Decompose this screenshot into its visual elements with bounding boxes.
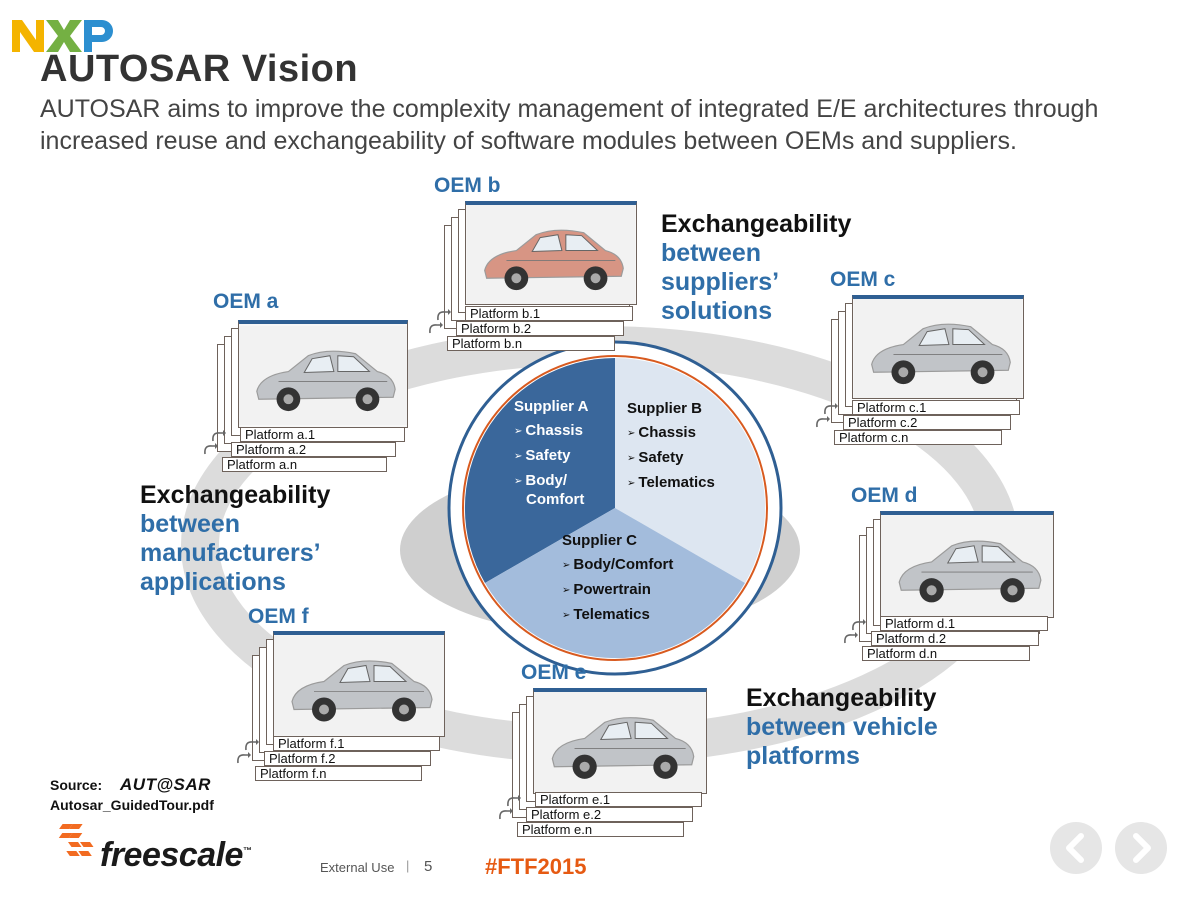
oem-label-d: OEM d xyxy=(851,484,918,507)
curl-arrow-icon xyxy=(852,619,866,631)
chevron-left-icon xyxy=(1066,833,1084,863)
supplier-a-item: Chassis xyxy=(514,419,588,444)
platform-label: Platform f.1 xyxy=(273,736,440,751)
oem-vehicle-image xyxy=(273,631,445,737)
autosar-logo: AUT@SAR xyxy=(120,775,211,794)
platform-label: Platform f.2 xyxy=(264,751,431,766)
supplier-b-item: Telematics xyxy=(627,471,714,496)
source-note: Source: AUT@SAR Autosar_GuidedTour.pdf xyxy=(50,775,214,815)
exchangeability-manufacturers: Exchangeability between manufacturers’ a… xyxy=(140,481,330,597)
platform-label: Platform a.2 xyxy=(231,442,396,457)
exchangeability-platforms: Exchangeability between vehicle platform… xyxy=(746,684,938,771)
chevron-right-icon xyxy=(1133,833,1151,863)
platform-label: Platform e.2 xyxy=(526,807,693,822)
platform-label: Platform e.n xyxy=(517,822,684,837)
supplier-c-text: Supplier C Body/Comfort Powertrain Telem… xyxy=(562,529,673,628)
platform-label: Platform c.2 xyxy=(843,415,1011,430)
supplier-b-item: Chassis xyxy=(627,421,715,446)
platform-label: Platform c.n xyxy=(834,430,1002,445)
curl-arrow-icon xyxy=(212,430,226,442)
page-title: AUTOSAR Vision xyxy=(40,48,359,90)
oem-vehicle-image xyxy=(880,511,1054,618)
footer-classification: External Use xyxy=(320,860,395,875)
footer-separator: | xyxy=(406,858,410,873)
platform-label: Platform a.1 xyxy=(240,427,405,442)
curl-arrow-icon xyxy=(816,416,830,428)
oem-label-f: OEM f xyxy=(248,605,309,628)
exchangeability-body: between xyxy=(140,510,241,538)
previous-slide-button[interactable] xyxy=(1050,822,1102,874)
supplier-a-name: Supplier A xyxy=(514,398,589,415)
supplier-b-text: Supplier B Chassis Safety Telematics xyxy=(627,397,715,496)
platform-label: Platform d.1 xyxy=(880,616,1048,631)
platform-label: Platform d.2 xyxy=(871,631,1039,646)
curl-arrow-icon xyxy=(824,403,838,415)
supplier-c-item: Powertrain xyxy=(562,578,673,603)
curl-arrow-icon xyxy=(429,322,443,334)
exchangeability-suppliers: Exchangeability between suppliers’ solut… xyxy=(661,210,851,326)
page-subtitle: AUTOSAR aims to improve the complexity m… xyxy=(40,95,1099,155)
source-label: Source: xyxy=(50,777,103,793)
oem-label-c: OEM c xyxy=(830,268,896,291)
platform-label: Platform b.2 xyxy=(456,321,624,336)
oem-label-a: OEM a xyxy=(213,290,279,313)
supplier-a-text: Supplier A Chassis Safety Body/ Comfort xyxy=(514,395,588,509)
oem-label-e: OEM e xyxy=(521,661,587,684)
exchangeability-body: between xyxy=(661,239,762,267)
exchangeability-body: solutions xyxy=(661,297,773,325)
brand-name: freescale xyxy=(100,836,243,874)
nxp-logo xyxy=(12,20,113,52)
platform-label: Platform d.n xyxy=(862,646,1030,661)
exchangeability-body: suppliers’ xyxy=(661,268,780,296)
curl-arrow-icon xyxy=(437,309,451,321)
supplier-b-name: Supplier B xyxy=(627,400,703,417)
platform-label: Platform e.1 xyxy=(535,792,702,807)
exchangeability-body: between vehicle xyxy=(746,713,938,741)
source-file: Autosar_GuidedTour.pdf xyxy=(50,797,214,813)
exchangeability-body: manufacturers’ xyxy=(140,539,321,567)
curl-arrow-icon xyxy=(245,739,259,751)
next-slide-button[interactable] xyxy=(1115,822,1167,874)
exchangeability-title: Exchangeability xyxy=(140,481,331,509)
exchangeability-title: Exchangeability xyxy=(661,210,852,238)
freescale-brand: freescale™ xyxy=(100,836,252,875)
event-hashtag: #FTF2015 xyxy=(485,854,587,879)
page-number: 5 xyxy=(424,858,433,875)
platform-label: Platform f.n xyxy=(255,766,422,781)
supplier-a-item: Comfort xyxy=(526,491,585,508)
car-illustration-icon xyxy=(881,515,1053,617)
oem-label-b: OEM b xyxy=(434,174,501,197)
supplier-c-item: Body/Comfort xyxy=(562,553,673,578)
car-illustration-icon xyxy=(853,299,1023,398)
platform-label: Platform b.n xyxy=(447,336,615,351)
curl-arrow-icon xyxy=(499,808,513,820)
curl-arrow-icon xyxy=(507,795,521,807)
platform-label: Platform b.1 xyxy=(465,306,633,321)
supplier-c-item: Telematics xyxy=(562,603,673,628)
exchangeability-title: Exchangeability xyxy=(746,684,937,712)
platform-label: Platform c.1 xyxy=(852,400,1020,415)
oem-vehicle-image xyxy=(533,688,707,794)
supplier-a-slice xyxy=(464,357,615,583)
car-illustration-icon xyxy=(239,326,407,425)
curl-arrow-icon xyxy=(237,752,251,764)
car-illustration-icon xyxy=(534,692,706,793)
exchangeability-body: applications xyxy=(140,568,286,596)
freescale-logo-icon xyxy=(58,824,94,856)
curl-arrow-icon xyxy=(204,443,218,455)
supplier-a-item: Safety xyxy=(514,444,588,469)
car-illustration-icon xyxy=(466,205,636,304)
brand-tm: ™ xyxy=(242,845,252,856)
platform-label: Platform a.n xyxy=(222,457,387,472)
supplier-b-item: Safety xyxy=(627,446,715,471)
supplier-c-name: Supplier C xyxy=(562,532,638,549)
car-illustration-icon xyxy=(274,635,444,736)
supplier-a-item: Body/ xyxy=(514,472,588,491)
oem-vehicle-image xyxy=(465,201,637,305)
oem-vehicle-image xyxy=(852,295,1024,399)
oem-vehicle-image xyxy=(238,320,408,428)
exchangeability-body: platforms xyxy=(746,742,860,770)
curl-arrow-icon xyxy=(844,632,858,644)
